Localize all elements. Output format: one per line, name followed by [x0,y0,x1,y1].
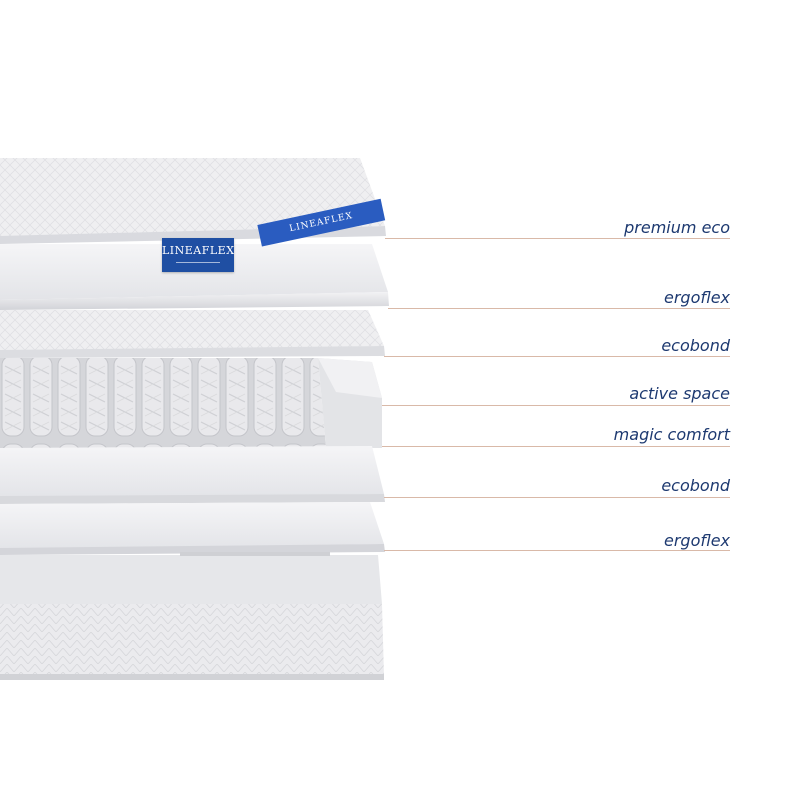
leader-line-ergoflex-top [388,308,730,309]
layer-label-ergoflex-bottom: ergoflex [663,531,730,550]
layer-label-magic-comfort: magic comfort [613,425,730,444]
leader-line-ergoflex-bottom [384,550,730,551]
leader-line-active-space [382,405,730,406]
layer-ergoflex-top-shape [0,244,389,310]
layer-magic-comfort-shape [0,446,385,504]
brand-tag-text: LINEAFLEX [162,244,235,257]
leader-line-premium-eco [385,238,730,239]
layer-active-space-shape [0,358,382,448]
mattress-base-shape [0,552,384,680]
layer-label-ergoflex-top: ergoflex [663,288,730,307]
brand-tag: LINEAFLEX [162,238,234,272]
layer-label-ecobond-top: ecobond [661,336,730,355]
layer-label-premium-eco: premium eco [624,218,730,237]
leader-line-magic-comfort [382,446,730,447]
layer-ecobond-top-shape [0,310,385,358]
layer-label-active-space: active space [629,384,730,403]
layer-label-ecobond-bottom: ecobond [661,476,730,495]
layer-ergoflex-bottom-shape [0,502,385,555]
leader-line-ecobond-top [384,356,730,357]
brand-tag-rule [176,262,220,263]
leader-line-ecobond-bottom [384,497,730,498]
